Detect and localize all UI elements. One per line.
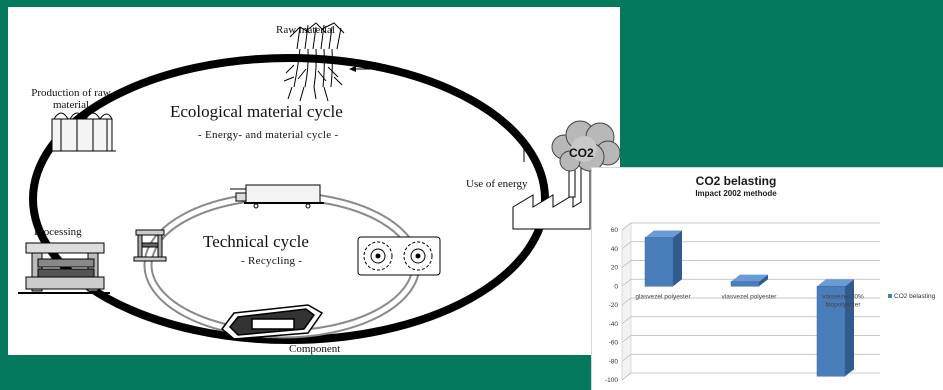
technical-cycle-subtitle: - Recycling - bbox=[241, 255, 303, 267]
x-category-label: vlasvezel 70% bbox=[822, 293, 864, 300]
chart-gridline bbox=[621, 372, 880, 381]
ecological-cycle-ring bbox=[29, 54, 549, 344]
y-tick-label: -80 bbox=[609, 358, 619, 365]
bar-top bbox=[645, 230, 682, 238]
raw-material-icon bbox=[283, 22, 345, 102]
component-icon bbox=[220, 304, 324, 340]
y-tick-label: 0 bbox=[614, 283, 618, 290]
ecological-cycle-subtitle: - Energy- and material cycle - bbox=[198, 129, 339, 141]
chart-gridline bbox=[621, 278, 880, 287]
chart-subtitle: Impact 2002 methode bbox=[695, 189, 777, 198]
gears-icon bbox=[357, 236, 441, 276]
bar-top bbox=[731, 274, 768, 282]
component-label: Component bbox=[289, 343, 341, 355]
processing-label: Processing bbox=[34, 226, 82, 238]
raw-material-arrowhead bbox=[349, 66, 356, 72]
ecological-cycle-title: Ecological material cycle bbox=[170, 102, 343, 121]
chart-gridline bbox=[621, 241, 880, 250]
x-category-label: glasvezel polyester bbox=[635, 293, 691, 300]
chart-gridline bbox=[621, 297, 880, 306]
chart-plot: 60 40 20 0 -20 -40 -60 -80 -100 glasvezel polyest… bbox=[605, 222, 936, 384]
cycle-drawing bbox=[18, 22, 620, 344]
y-tick-label: -20 bbox=[609, 302, 619, 309]
processing-icon bbox=[18, 242, 110, 294]
legend-swatch bbox=[888, 294, 892, 298]
production-icon bbox=[48, 112, 116, 152]
y-tick-label: 20 bbox=[611, 265, 619, 272]
bar-top bbox=[817, 279, 854, 287]
co2-cloud-icon bbox=[551, 120, 620, 172]
chart-title: CO2 belasting bbox=[695, 174, 777, 188]
y-tick-label: -40 bbox=[609, 321, 619, 328]
chart-gridline bbox=[621, 335, 880, 343]
co2-chart: CO2 belasting Impact 2002 methode 60 40 20… bbox=[591, 167, 943, 390]
technical-press-icon bbox=[133, 229, 167, 262]
chart-gridline bbox=[621, 316, 880, 325]
x-category-label: vlasvezel polyester bbox=[722, 293, 778, 300]
legend-label: CO2 belasting bbox=[894, 293, 936, 300]
y-tick-label: 60 bbox=[611, 227, 619, 234]
technical-cycle-title: Technical cycle bbox=[203, 232, 309, 251]
use-of-energy-label: Use of energy bbox=[466, 178, 528, 190]
material-cycle-diagram: Raw material Production of raw material … bbox=[8, 7, 620, 355]
chart-gridline bbox=[621, 260, 880, 268]
bar bbox=[730, 281, 760, 287]
chart-gridline bbox=[621, 222, 880, 231]
bar-side bbox=[845, 279, 854, 377]
y-tick-label: -100 bbox=[605, 377, 618, 384]
raw-material-label: Raw material bbox=[276, 24, 335, 36]
bar-side bbox=[673, 230, 682, 287]
factory-icon bbox=[512, 156, 591, 230]
chart-gridline bbox=[621, 353, 880, 362]
y-tick-label: -60 bbox=[609, 340, 619, 347]
bar bbox=[644, 237, 674, 287]
technical-machine-icon bbox=[230, 184, 324, 209]
y-tick-label: 40 bbox=[611, 246, 619, 253]
bar bbox=[816, 286, 846, 377]
production-label: Production of raw material bbox=[31, 87, 111, 111]
bar-side bbox=[759, 274, 768, 287]
co2-label: CO2 bbox=[569, 146, 594, 160]
x-category-label: biopolyester bbox=[825, 301, 861, 308]
